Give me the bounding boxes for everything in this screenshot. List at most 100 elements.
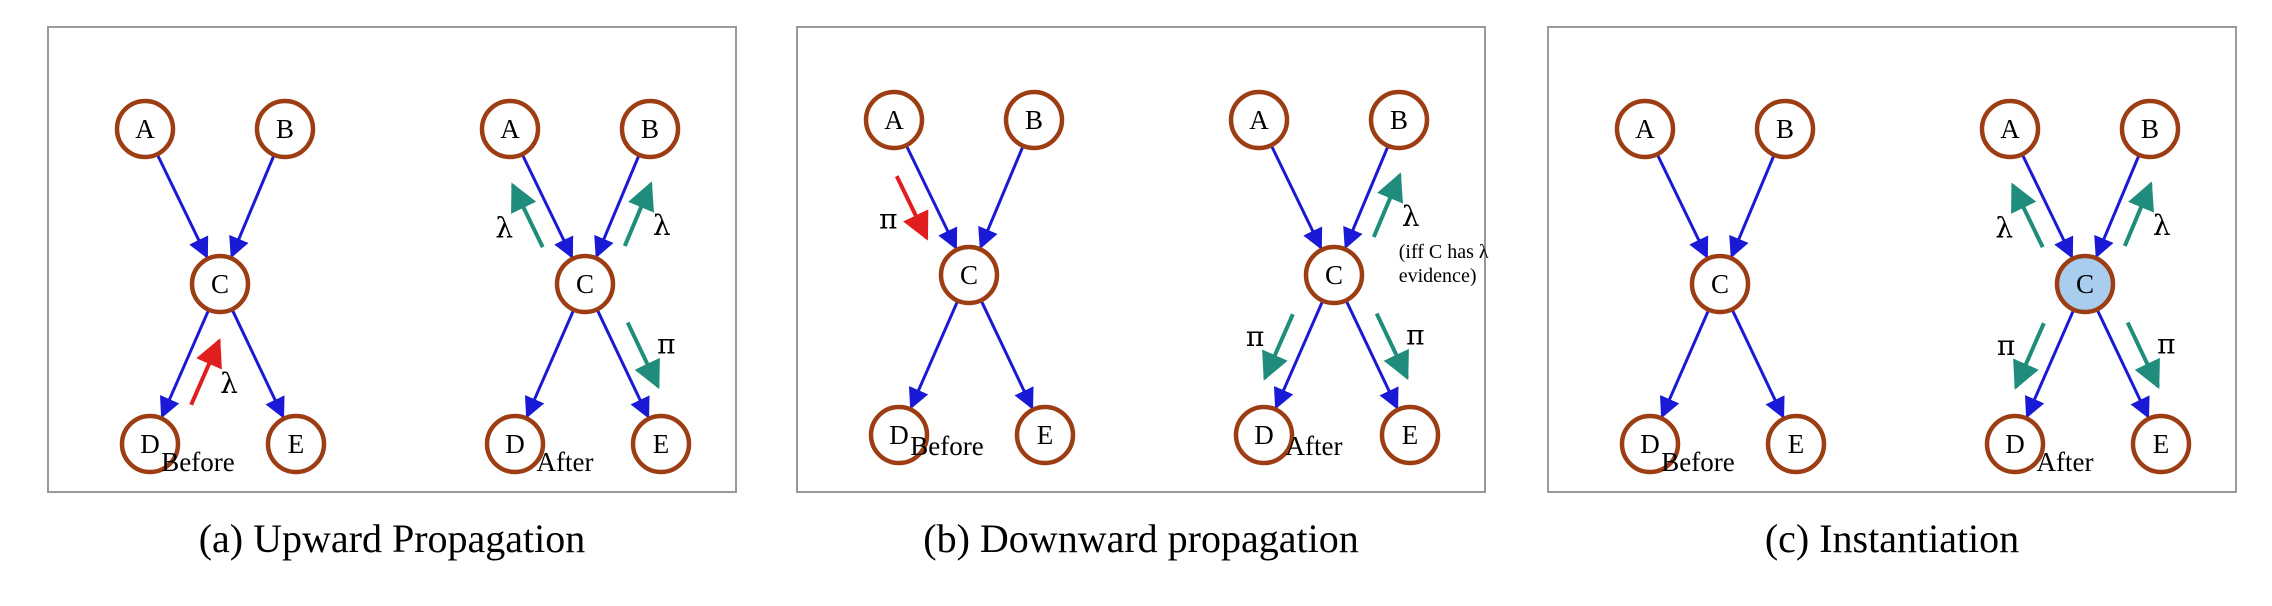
edge-B-C-before	[978, 146, 1025, 250]
node-circle	[1368, 89, 1430, 151]
message-C-E-after: π	[1374, 312, 1425, 381]
edge-C-E-after	[1345, 300, 1399, 410]
node-circle	[265, 413, 327, 475]
message-arrow	[510, 182, 545, 248]
edge-C-D-before	[908, 300, 959, 410]
message-A-C-after: λ	[1995, 182, 2045, 248]
edge-C-E-before	[1731, 309, 1785, 419]
graph-after: A B C D Eλ λ π	[479, 98, 692, 475]
edge-C-D-before	[159, 309, 210, 419]
node-A-after: A	[1979, 98, 2041, 160]
message-symbol: π	[657, 327, 675, 360]
node-circle	[1984, 413, 2046, 475]
node-label: C	[211, 269, 229, 299]
node-A-before: A	[114, 98, 176, 160]
message-B-C-after: λ	[622, 181, 671, 247]
node-B-before: B	[254, 98, 316, 160]
before-label: Before	[910, 431, 983, 461]
node-A-before: A	[863, 89, 925, 151]
message-arrow	[1262, 313, 1295, 381]
message-arrow	[189, 338, 222, 406]
message-symbol: λ	[1402, 200, 1420, 233]
node-label: D	[505, 429, 525, 459]
edge-A-C-after	[1270, 145, 1323, 250]
node-C-before: C	[938, 244, 1000, 306]
edge-B-C-after	[594, 155, 641, 259]
node-label: B	[2141, 114, 2159, 144]
message-arrow	[2013, 322, 2046, 390]
node-circle	[479, 98, 541, 160]
edge-A-C-before	[1656, 154, 1709, 259]
node-B-before: B	[1754, 98, 1816, 160]
node-label: E	[653, 429, 670, 459]
node-circle	[868, 404, 930, 466]
message-C-D-after: π	[1997, 322, 2046, 390]
node-circle	[1233, 404, 1295, 466]
node-label: E	[1402, 420, 1419, 450]
node-D-before: D	[119, 413, 181, 475]
node-circle	[484, 413, 546, 475]
node-circle	[1765, 413, 1827, 475]
node-label: C	[576, 269, 594, 299]
edge-C-D-before	[1659, 309, 1710, 419]
before-label: Before	[161, 447, 234, 477]
message-arrow	[1371, 172, 1403, 238]
node-B-after: B	[2119, 98, 2181, 160]
node-label: B	[1390, 105, 1408, 135]
node-C-before: C	[189, 253, 251, 315]
message-C-E-after: π	[625, 321, 676, 390]
node-A-before: A	[1614, 98, 1676, 160]
node-label: B	[641, 114, 659, 144]
edge-C-D-after	[524, 309, 575, 419]
node-circle	[863, 89, 925, 151]
node-E-before: E	[1014, 404, 1076, 466]
message-A-C-after: λ	[495, 182, 545, 248]
node-circle	[1303, 244, 1365, 306]
edge-C-E-after	[2096, 309, 2150, 419]
panel-caption: (a) Upward Propagation	[199, 516, 586, 561]
node-circle	[119, 413, 181, 475]
node-label: D	[889, 420, 909, 450]
message-symbol: λ	[495, 211, 513, 244]
node-label: A	[1249, 105, 1269, 135]
message-symbol: λ	[1995, 211, 2013, 244]
node-circle	[554, 253, 616, 315]
node-circle	[189, 253, 251, 315]
node-D-before: D	[868, 404, 930, 466]
edge-A-C-before	[905, 145, 958, 250]
node-B-after: B	[619, 98, 681, 160]
node-C-after: C	[1303, 244, 1365, 306]
message-symbol: π	[1406, 318, 1424, 351]
node-circle	[254, 98, 316, 160]
node-circle	[114, 98, 176, 160]
node-D-after: D	[1984, 413, 2046, 475]
node-D-after: D	[484, 413, 546, 475]
message-C-E-after: π	[2125, 321, 2176, 390]
message-symbol: λ	[2153, 209, 2171, 242]
node-E-before: E	[265, 413, 327, 475]
node-circle	[1614, 98, 1676, 160]
node-E-after: E	[1379, 404, 1441, 466]
node-C-after: C	[2054, 253, 2116, 315]
node-A-after: A	[479, 98, 541, 160]
node-A-after: A	[1228, 89, 1290, 151]
message-C-D-after: π	[1246, 313, 1295, 381]
node-circle	[2130, 413, 2192, 475]
message-symbol: π	[2157, 327, 2175, 360]
edge-B-C-before	[229, 155, 276, 259]
node-E-before: E	[1765, 413, 1827, 475]
message-D-C-before: λ	[189, 338, 238, 406]
node-D-after: D	[1233, 404, 1295, 466]
after-label: After	[2037, 447, 2094, 477]
node-label: D	[1640, 429, 1660, 459]
node-circle	[1379, 404, 1441, 466]
message-A-C-before: π	[879, 175, 929, 241]
node-D-before: D	[1619, 413, 1681, 475]
edge-C-E-after	[596, 309, 650, 419]
after-label: After	[1286, 431, 1343, 461]
